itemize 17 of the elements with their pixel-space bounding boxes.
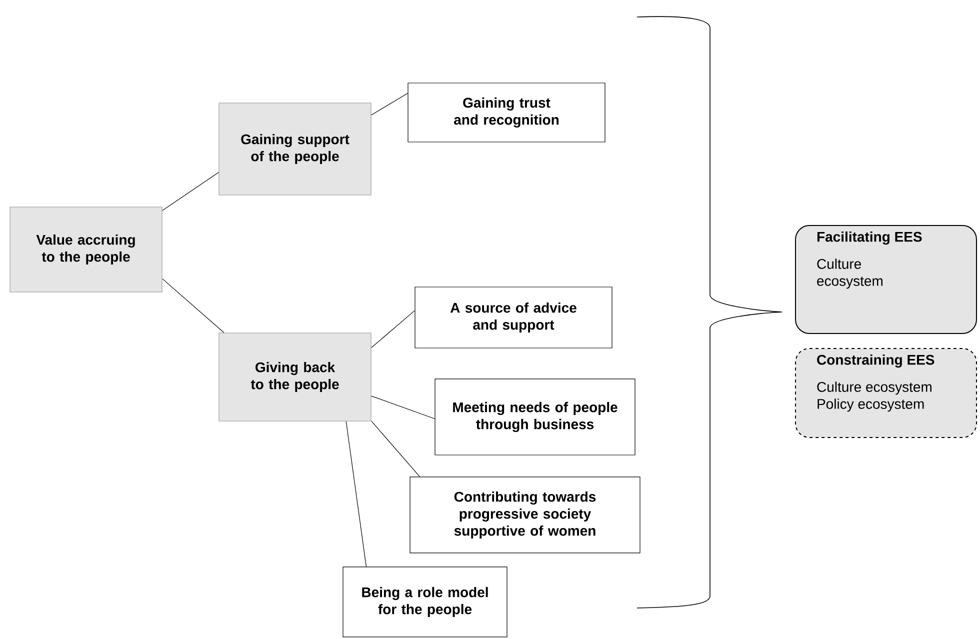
connector-line bbox=[346, 421, 367, 567]
process-box: Gaining support of the people bbox=[218, 102, 372, 196]
process-box: Giving back to the people bbox=[218, 332, 372, 422]
process-box: Being a role model for the people bbox=[342, 566, 508, 638]
connector-line bbox=[371, 396, 435, 420]
connector-line bbox=[371, 92, 408, 116]
process-box: Meeting needs of people through business bbox=[434, 378, 636, 456]
connector-line bbox=[371, 310, 415, 348]
dashed-rounded-box: Constraining EES Culture ecosystem Policy ecosystem bbox=[795, 348, 977, 438]
connector-line bbox=[162, 172, 219, 211]
process-box: Gaining trust and recognition bbox=[408, 82, 606, 142]
connector-line bbox=[371, 420, 420, 477]
connector-line bbox=[162, 278, 224, 333]
process-box: Contributing towards progressive society supportive of women bbox=[410, 476, 640, 554]
process-box: Value accruing to the people bbox=[10, 206, 162, 292]
process-box: A source of advice and support bbox=[414, 286, 612, 348]
rounded-box: Facilitating EES Culture ecosystem bbox=[795, 224, 977, 334]
